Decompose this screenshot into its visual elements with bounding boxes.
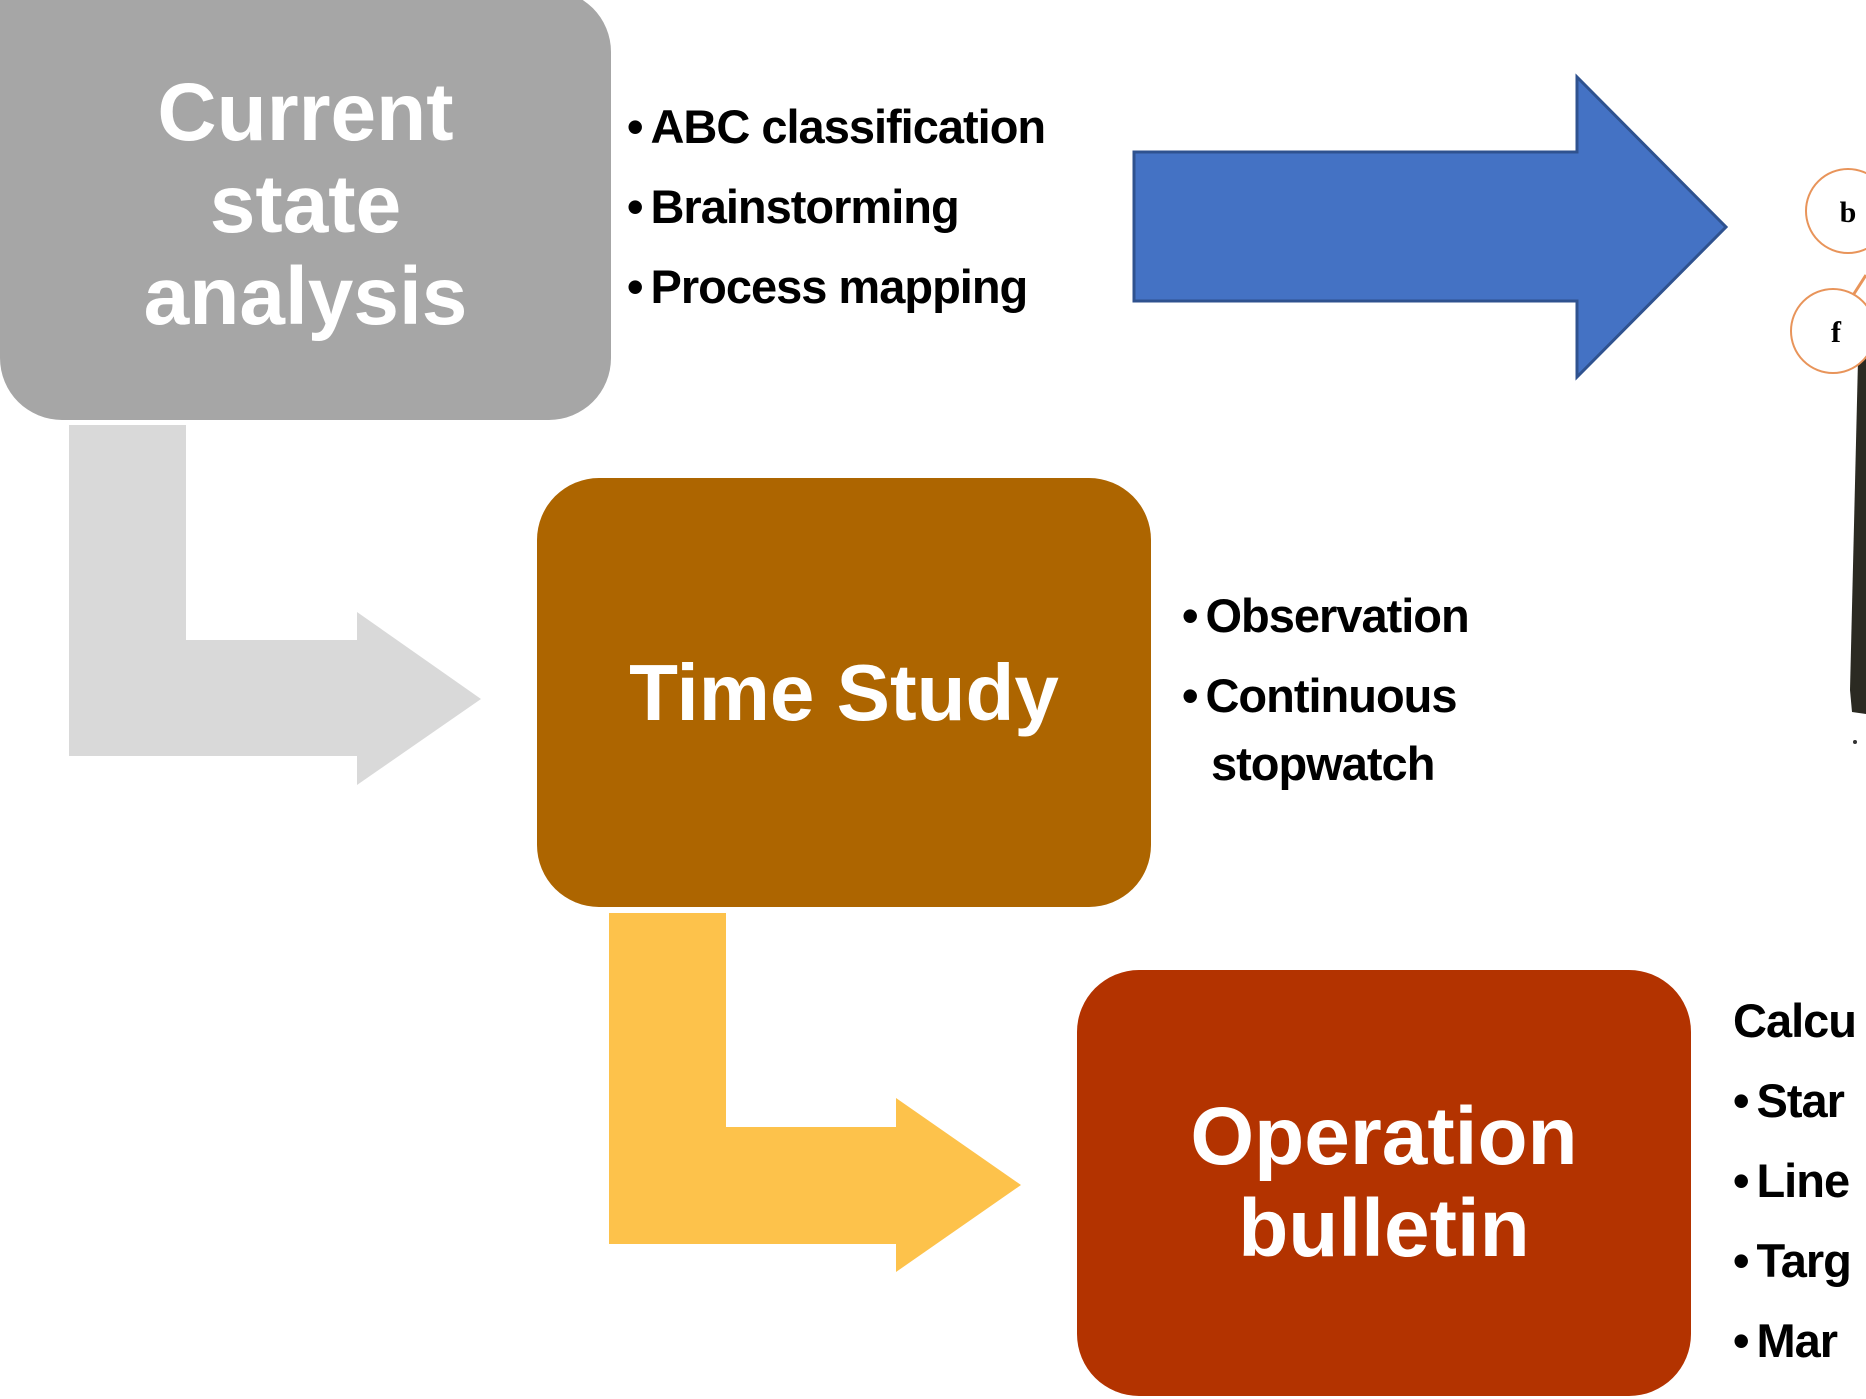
label-circle-f — [1790, 288, 1866, 374]
label-circle-b — [1805, 168, 1866, 254]
time-study-bullets: Observation Continuous stopwatch — [1182, 576, 1469, 804]
yellow-bent-arrow — [609, 913, 1021, 1272]
box-title-line: Operation — [1190, 1091, 1578, 1183]
bullet-item: Star — [1733, 1061, 1856, 1141]
box-title-line: analysis — [143, 250, 468, 342]
bullet-item: ABC classification — [627, 87, 1046, 167]
box-title-line: Current — [157, 67, 454, 159]
bullet-item-continuation: stopwatch — [1211, 737, 1435, 790]
bullet-item: Targ — [1733, 1221, 1856, 1301]
bullet-item: Mar — [1733, 1301, 1856, 1381]
dark-figure-shape — [1850, 355, 1866, 714]
operation-bulletin-box: Operation bulletin — [1077, 970, 1691, 1396]
operation-bulletin-bullets: Calcu Star Line Targ Mar — [1733, 981, 1857, 1381]
time-study-box: Time Study — [537, 478, 1151, 907]
blue-arrow — [1132, 73, 1729, 381]
bullets-heading: Calcu — [1733, 994, 1857, 1047]
bullet-item: Process mapping — [627, 247, 1045, 327]
box-title: Time Study — [629, 647, 1059, 737]
bullet-item: Line — [1733, 1141, 1856, 1221]
current-state-analysis-box: Current state analysis — [0, 0, 611, 420]
figure-image: b f — [1790, 168, 1866, 744]
bullet-item: Continuous — [1182, 656, 1469, 736]
current-state-bullets: ABC classification Brainstorming Process… — [627, 87, 1046, 327]
box-title-line: state — [209, 159, 402, 251]
label-f: f — [1831, 316, 1842, 349]
bullet-item: Observation — [1182, 576, 1469, 656]
gray-bent-arrow — [69, 425, 481, 785]
box-title-line: bulletin — [1238, 1183, 1530, 1274]
bullet-item: Brainstorming — [627, 167, 1045, 247]
label-b: b — [1840, 196, 1857, 229]
